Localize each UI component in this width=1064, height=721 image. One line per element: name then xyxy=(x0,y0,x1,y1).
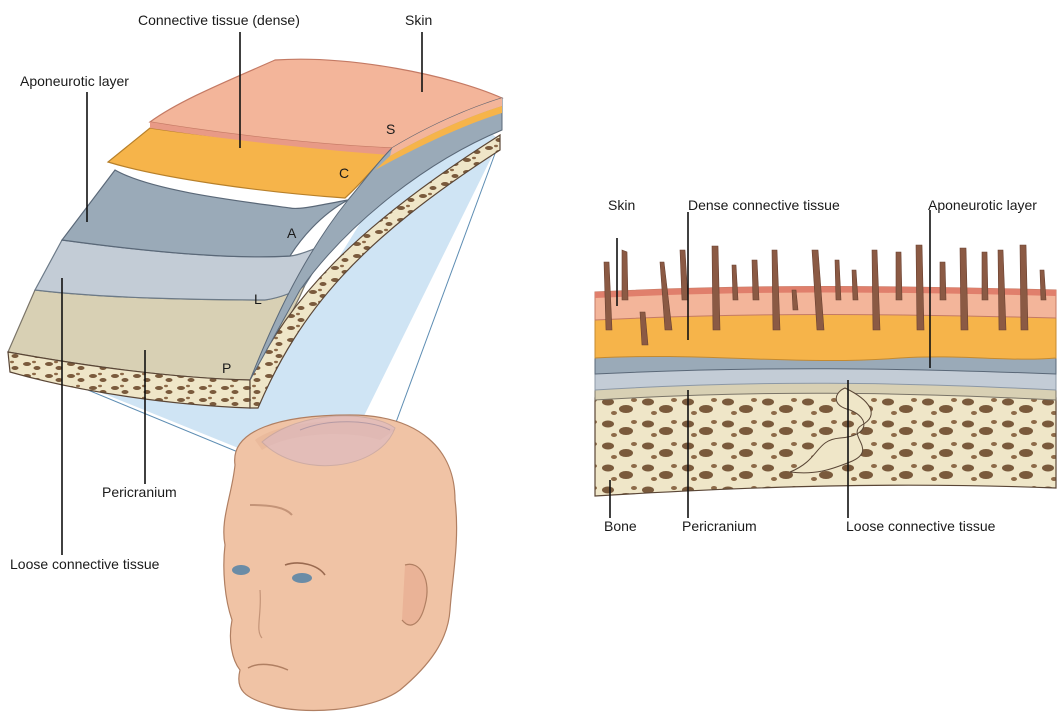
label-skin-right: Skin xyxy=(608,197,635,213)
label-skin-left: Skin xyxy=(405,12,432,28)
label-pericranium-left: Pericranium xyxy=(102,484,177,500)
head-illustration xyxy=(224,415,457,710)
cross-section-diagram: Skin Dense connective tissue Aponeurotic… xyxy=(595,197,1056,534)
label-aponeurotic-left: Aponeurotic layer xyxy=(20,73,129,89)
letter-s: S xyxy=(386,121,395,137)
letter-p: P xyxy=(222,360,231,376)
label-loose-right: Loose connective tissue xyxy=(846,518,996,534)
label-dense-connective-right: Dense connective tissue xyxy=(688,197,840,213)
letter-c: C xyxy=(339,165,349,181)
label-connective-tissue-dense: Connective tissue (dense) xyxy=(138,12,300,28)
label-pericranium-right: Pericranium xyxy=(682,518,757,534)
letter-l: L xyxy=(254,291,262,307)
label-aponeurotic-right: Aponeurotic layer xyxy=(928,197,1037,213)
label-loose-left: Loose connective tissue xyxy=(10,556,160,572)
letter-a: A xyxy=(287,225,297,241)
label-bone-right: Bone xyxy=(604,518,637,534)
